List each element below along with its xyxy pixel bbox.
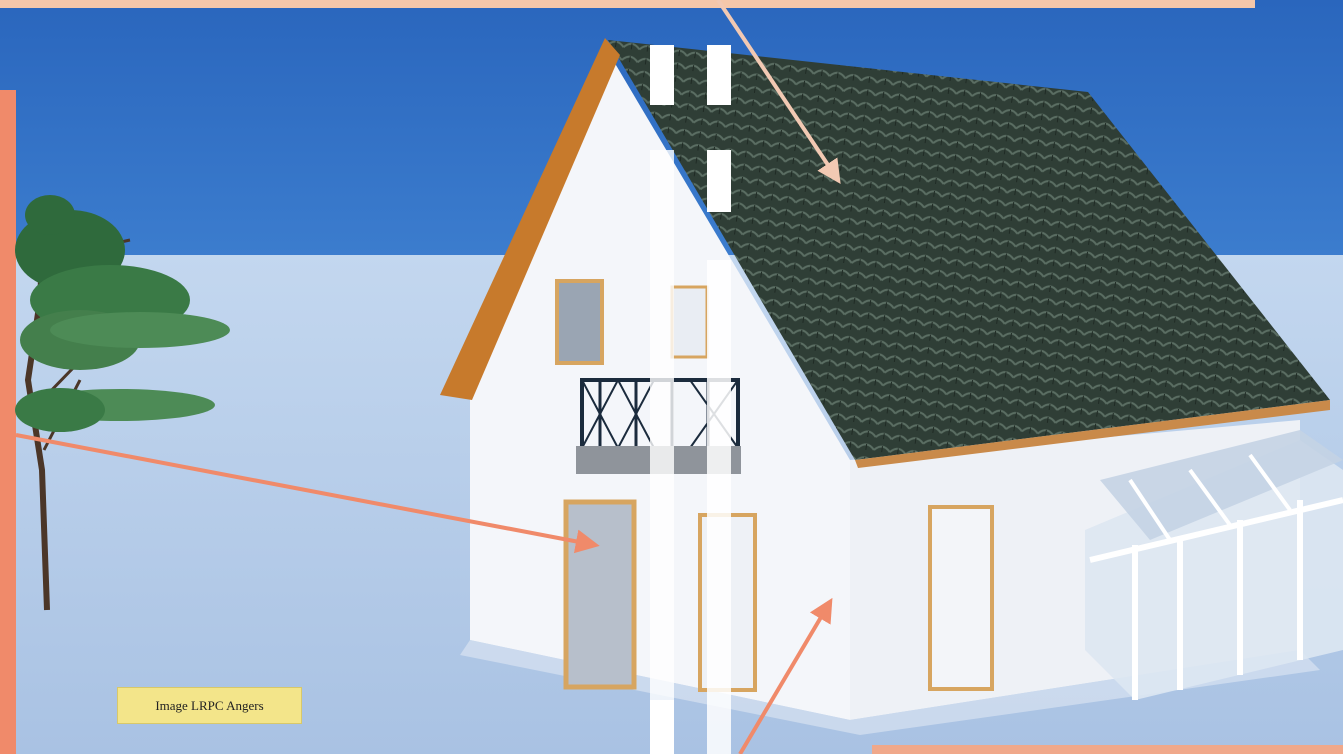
upper-window	[557, 281, 602, 363]
bottom-frame-strip	[872, 745, 1343, 754]
image-credit-label: Image LRPC Angers	[117, 687, 302, 724]
top-frame-strip	[0, 0, 1255, 8]
ground-window-left	[566, 502, 634, 687]
left-frame-strip	[0, 90, 16, 754]
ground-window-right	[930, 507, 992, 689]
